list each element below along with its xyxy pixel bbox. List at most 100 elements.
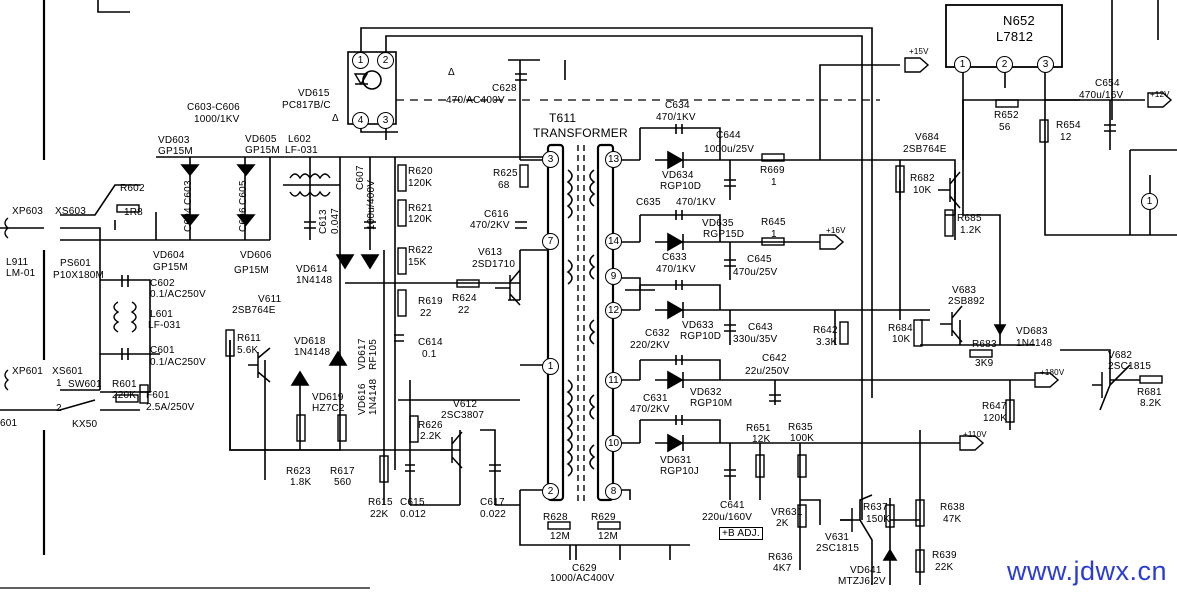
vd633-value: RGP10D (680, 331, 722, 342)
c654-value: 470u/16V (1079, 90, 1124, 101)
r685-label: R685 (957, 213, 982, 224)
c616-value: 470/2KV (470, 220, 510, 231)
r619-label: R619 (418, 296, 443, 307)
r682-label: R682 (910, 173, 935, 184)
vd606-label: VD606 (240, 250, 272, 261)
c628-value: 470/AC400V (446, 95, 505, 106)
r638-value: 47K (943, 514, 962, 525)
r651-value: 12K (752, 434, 771, 445)
r637-label: R637 (863, 502, 888, 513)
r651-label: R651 (746, 423, 771, 434)
c603-label: C603 (183, 180, 194, 205)
r625-value: 68 (498, 180, 510, 191)
v683-label: V683 (952, 285, 977, 296)
vd683-label: VD683 (1016, 326, 1048, 337)
r654-label: R654 (1056, 120, 1081, 131)
t611-pin-13: 13 (605, 151, 622, 168)
vd617-label: VD617 (357, 338, 368, 370)
v612-label: V612 (453, 399, 478, 410)
n652-label: N652 (1003, 13, 1035, 28)
r669-label: R669 (760, 165, 785, 176)
r635-label: R635 (788, 422, 813, 433)
badj-label: +B ADJ. (719, 527, 763, 540)
l602-value: LF-031 (285, 145, 318, 156)
r602-value: 1R8 (124, 207, 143, 218)
n652-pin-1: 1 (954, 56, 971, 73)
l601-label: L601 (150, 309, 174, 320)
t611-pin-12: 12 (605, 302, 622, 319)
r636-value: 4K7 (773, 563, 792, 574)
v683-value: 2SB892 (948, 296, 985, 307)
vd633-label: VD633 (682, 320, 714, 331)
r624-label: R624 (452, 293, 477, 304)
n652-value: L7812 (996, 29, 1034, 44)
vd635-value: RGP15D (703, 229, 745, 240)
l911-label: L911 (6, 257, 29, 268)
v631-value: 2SC1815 (816, 543, 860, 554)
c606-label: C606 (238, 207, 249, 232)
c614-label: C614 (418, 337, 443, 348)
vd619-label: VD619 (312, 392, 344, 403)
t611-value: TRANSFORMER (533, 126, 628, 140)
v613-value: 2SD1710 (472, 259, 516, 270)
c629-value: 1000/AC400V (550, 573, 615, 584)
r628-label: R628 (543, 512, 568, 523)
vd635-label: VD635 (702, 218, 734, 229)
c607-label: C607 (355, 165, 366, 190)
c615-value: 0.012 (400, 509, 427, 520)
c605-label: C605 (238, 180, 249, 205)
vd603-value: GP15M (158, 146, 193, 157)
v613-label: V613 (478, 247, 503, 258)
rail-p16: +16V (826, 226, 846, 235)
n652-pin-2: 2 (996, 56, 1013, 73)
c632-value: 220/2KV (630, 340, 670, 351)
c634-value: 470/1KV (656, 112, 696, 123)
r602-label: R602 (120, 183, 145, 194)
t611-pin-11: 11 (605, 372, 622, 389)
r647-value: 120K (983, 413, 1008, 424)
r621-label: R621 (408, 203, 433, 214)
vd683-value: 1N4148 (1016, 338, 1053, 349)
lm01-label: LM-01 (6, 268, 36, 279)
r638-label: R638 (940, 502, 965, 513)
rail-p180: +180V (1040, 368, 1065, 377)
t611-pin-1: 1 (542, 358, 559, 375)
r619-value: 22 (420, 308, 432, 319)
r683-label: R683 (972, 339, 997, 350)
c645-label: C645 (747, 254, 772, 265)
r642-label: R642 (813, 325, 838, 336)
pc817-label: PC817B/C (282, 100, 331, 111)
r681-value: 8.2K (1140, 398, 1162, 409)
watermark[interactable]: www.jdwx.cn (1006, 556, 1167, 586)
r684-value: 10K (892, 334, 911, 345)
r681-label: R681 (1137, 387, 1162, 398)
xp603-label: XP603 (12, 206, 44, 217)
vd619-value: HZ7C2 (312, 403, 345, 414)
vd615-label: VD615 (298, 88, 330, 99)
t611-pin-7: 7 (542, 233, 559, 250)
xp601-label: XP601 (12, 366, 44, 377)
c633-value: 470/1KV (656, 264, 696, 275)
f601-label: F601 (146, 390, 170, 401)
r636-label: R636 (768, 552, 793, 563)
r669-value: 1 (771, 177, 777, 188)
vd631-label: VD631 (660, 455, 692, 466)
c641-label: C641 (720, 500, 745, 511)
vd604-value: GP15M (153, 262, 188, 273)
r615-value: 22K (370, 509, 389, 520)
v682-value: 2SC1815 (1108, 361, 1152, 372)
c635-label: C635 (636, 197, 661, 208)
t611-pin-10: 10 (605, 435, 622, 452)
c613-value: 0.047 (330, 207, 341, 234)
r601-value: 220K (112, 390, 137, 401)
r652-value: 56 (999, 122, 1011, 133)
c607-value: 100u/400V (366, 179, 377, 230)
r625-label: R625 (493, 168, 518, 179)
vd632-value: RGP10M (690, 398, 733, 409)
t611-label: T611 (549, 111, 577, 125)
sw601-label: SW601 (68, 379, 102, 390)
r635-value: 100K (790, 433, 815, 444)
v612-value: 2SC3807 (441, 410, 485, 421)
